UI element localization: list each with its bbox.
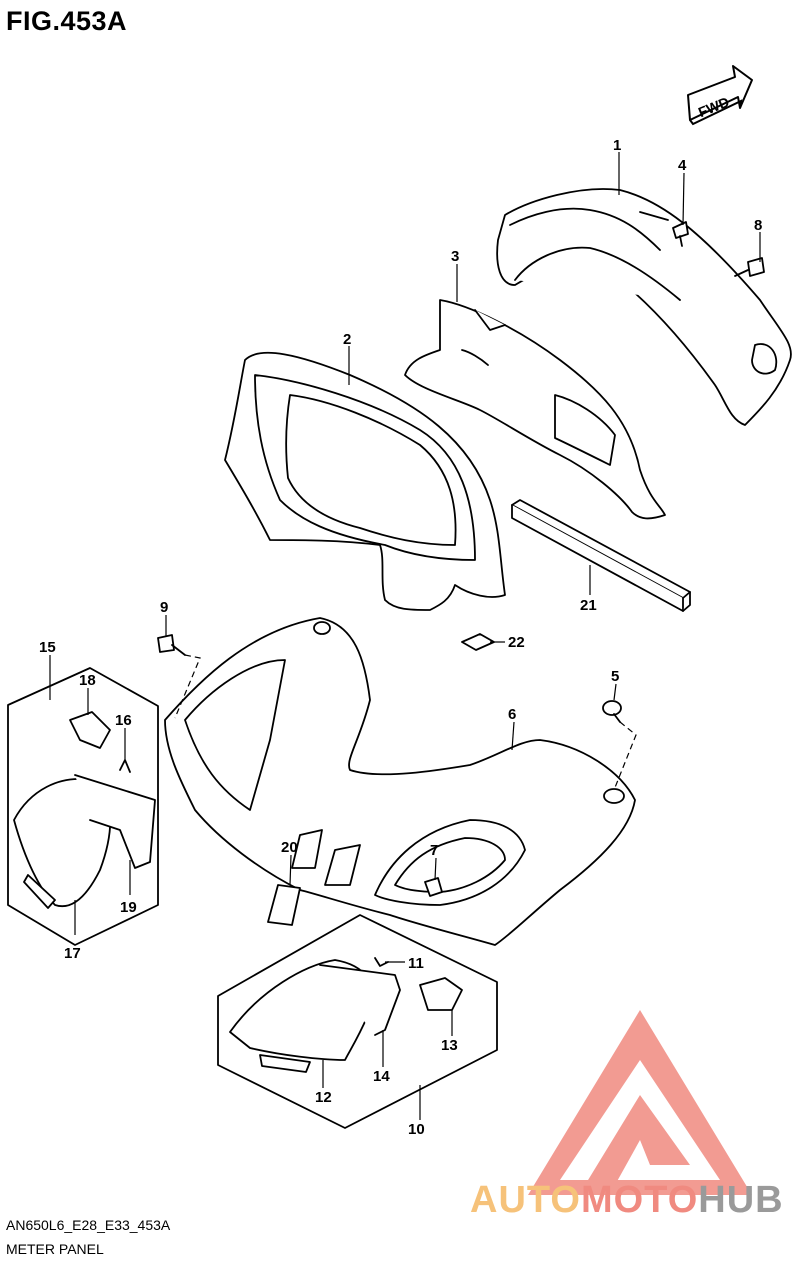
part-1-upper-cover — [496, 188, 792, 426]
watermark-text: AUTOMOTOHUB — [470, 1179, 784, 1221]
callout-19: 19 — [120, 899, 137, 916]
figure-code: AN650L6_E28_E33_453A — [6, 1217, 171, 1233]
callout-10: 10 — [408, 1121, 425, 1138]
callout-5: 5 — [611, 668, 619, 685]
callout-11: 11 — [408, 955, 424, 972]
callout-8: 8 — [754, 217, 762, 234]
watermark-auto: AUTO — [470, 1179, 581, 1221]
callout-18: 18 — [79, 672, 96, 689]
watermark-hub: HUB — [698, 1179, 783, 1221]
callout-20: 20 — [281, 839, 298, 856]
callout-22: 22 — [508, 634, 525, 651]
callout-14: 14 — [373, 1068, 390, 1085]
assembly-15-side-pocket — [7, 667, 159, 946]
part-8-screw — [734, 257, 765, 277]
callout-labels: 1 2 3 4 5 6 7 8 9 10 11 12 13 14 15 16 1… — [39, 137, 762, 1138]
part-4-screw — [672, 221, 689, 247]
watermark-logo — [528, 1010, 752, 1195]
callout-12: 12 — [315, 1089, 332, 1106]
callout-13: 13 — [441, 1037, 458, 1054]
watermark-moto: MOTO — [581, 1179, 698, 1221]
callout-21: 21 — [580, 597, 597, 614]
part-7-clip — [424, 877, 443, 897]
assembly-10-center-pocket — [217, 914, 498, 1129]
figure-title: FIG.453A — [6, 6, 128, 36]
part-22-pad — [461, 633, 495, 651]
callout-3: 3 — [451, 248, 459, 265]
part-6-lower-panel — [164, 617, 636, 946]
callout-17: 17 — [64, 945, 81, 962]
part-5-grommet — [602, 700, 622, 723]
callout-1: 1 — [613, 137, 621, 154]
callout-15: 15 — [39, 639, 56, 656]
callout-4: 4 — [678, 157, 687, 174]
part-9-screw — [157, 634, 186, 656]
part-21-bar — [511, 499, 691, 612]
callout-9: 9 — [160, 599, 168, 616]
callout-16: 16 — [115, 712, 132, 729]
figure-name: METER PANEL — [6, 1241, 104, 1257]
part-2-meter-surround — [224, 351, 506, 611]
callout-7: 7 — [430, 842, 438, 859]
leader-lines — [49, 152, 761, 1120]
svg-text:AUTOMOTOHUB: AUTOMOTOHUB — [470, 1179, 784, 1221]
fwd-arrow-icon: FWD — [687, 65, 753, 126]
part-20-tab — [267, 884, 301, 926]
part-3-inner-panel — [404, 299, 666, 520]
callout-2: 2 — [343, 331, 351, 348]
callout-6: 6 — [508, 706, 516, 723]
